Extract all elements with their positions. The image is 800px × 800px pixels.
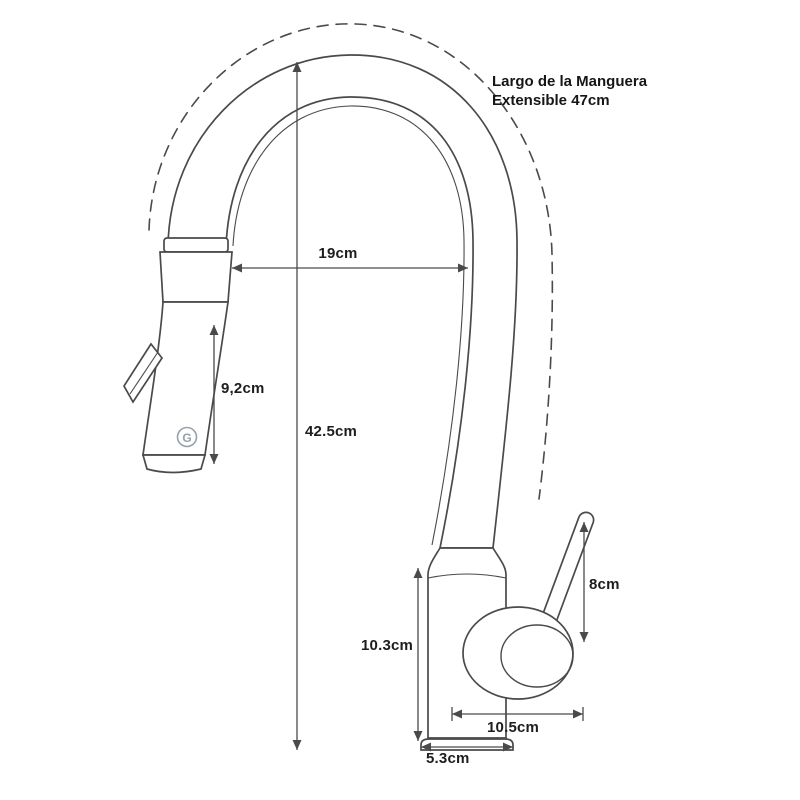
dim-base-depth-label: 10.5cm	[487, 719, 540, 736]
spray-head-cap	[141, 454, 207, 474]
handle-ball-inner	[500, 624, 574, 688]
spray-nozzle-detail	[129, 351, 159, 395]
hose-inner-detail-line	[232, 105, 465, 546]
dim-total-height-label: 42.5cm	[305, 423, 358, 440]
dim-spray-head-label: 9,2cm	[221, 380, 265, 397]
spray-head: G	[123, 237, 233, 474]
spray-head-ring	[163, 237, 229, 253]
dim-top-width-label: 19cm	[318, 245, 358, 262]
brand-logo-circle	[176, 426, 198, 448]
spray-head-collar	[159, 251, 233, 303]
hose-note-line1: Largo de la Manguera	[492, 73, 648, 90]
dim-handle-label: 8cm	[589, 576, 620, 593]
hose-note: Largo de la Manguera Extensible 47cm	[492, 72, 647, 110]
spray-nozzle	[123, 342, 164, 404]
dim-base-width-label: 5.3cm	[426, 750, 470, 767]
base-flange	[420, 738, 514, 751]
handle-ball-joint	[462, 606, 574, 700]
handle-lever	[539, 511, 595, 631]
dim-body-height-label: 10.3cm	[361, 637, 414, 654]
body-seam	[427, 573, 507, 579]
dimension-lines	[209, 62, 589, 752]
extensible-hose-dashed-arc	[148, 23, 554, 500]
hose-note-line2: Extensible 47cm	[492, 92, 610, 110]
brand-logo-letter: G	[182, 431, 191, 445]
